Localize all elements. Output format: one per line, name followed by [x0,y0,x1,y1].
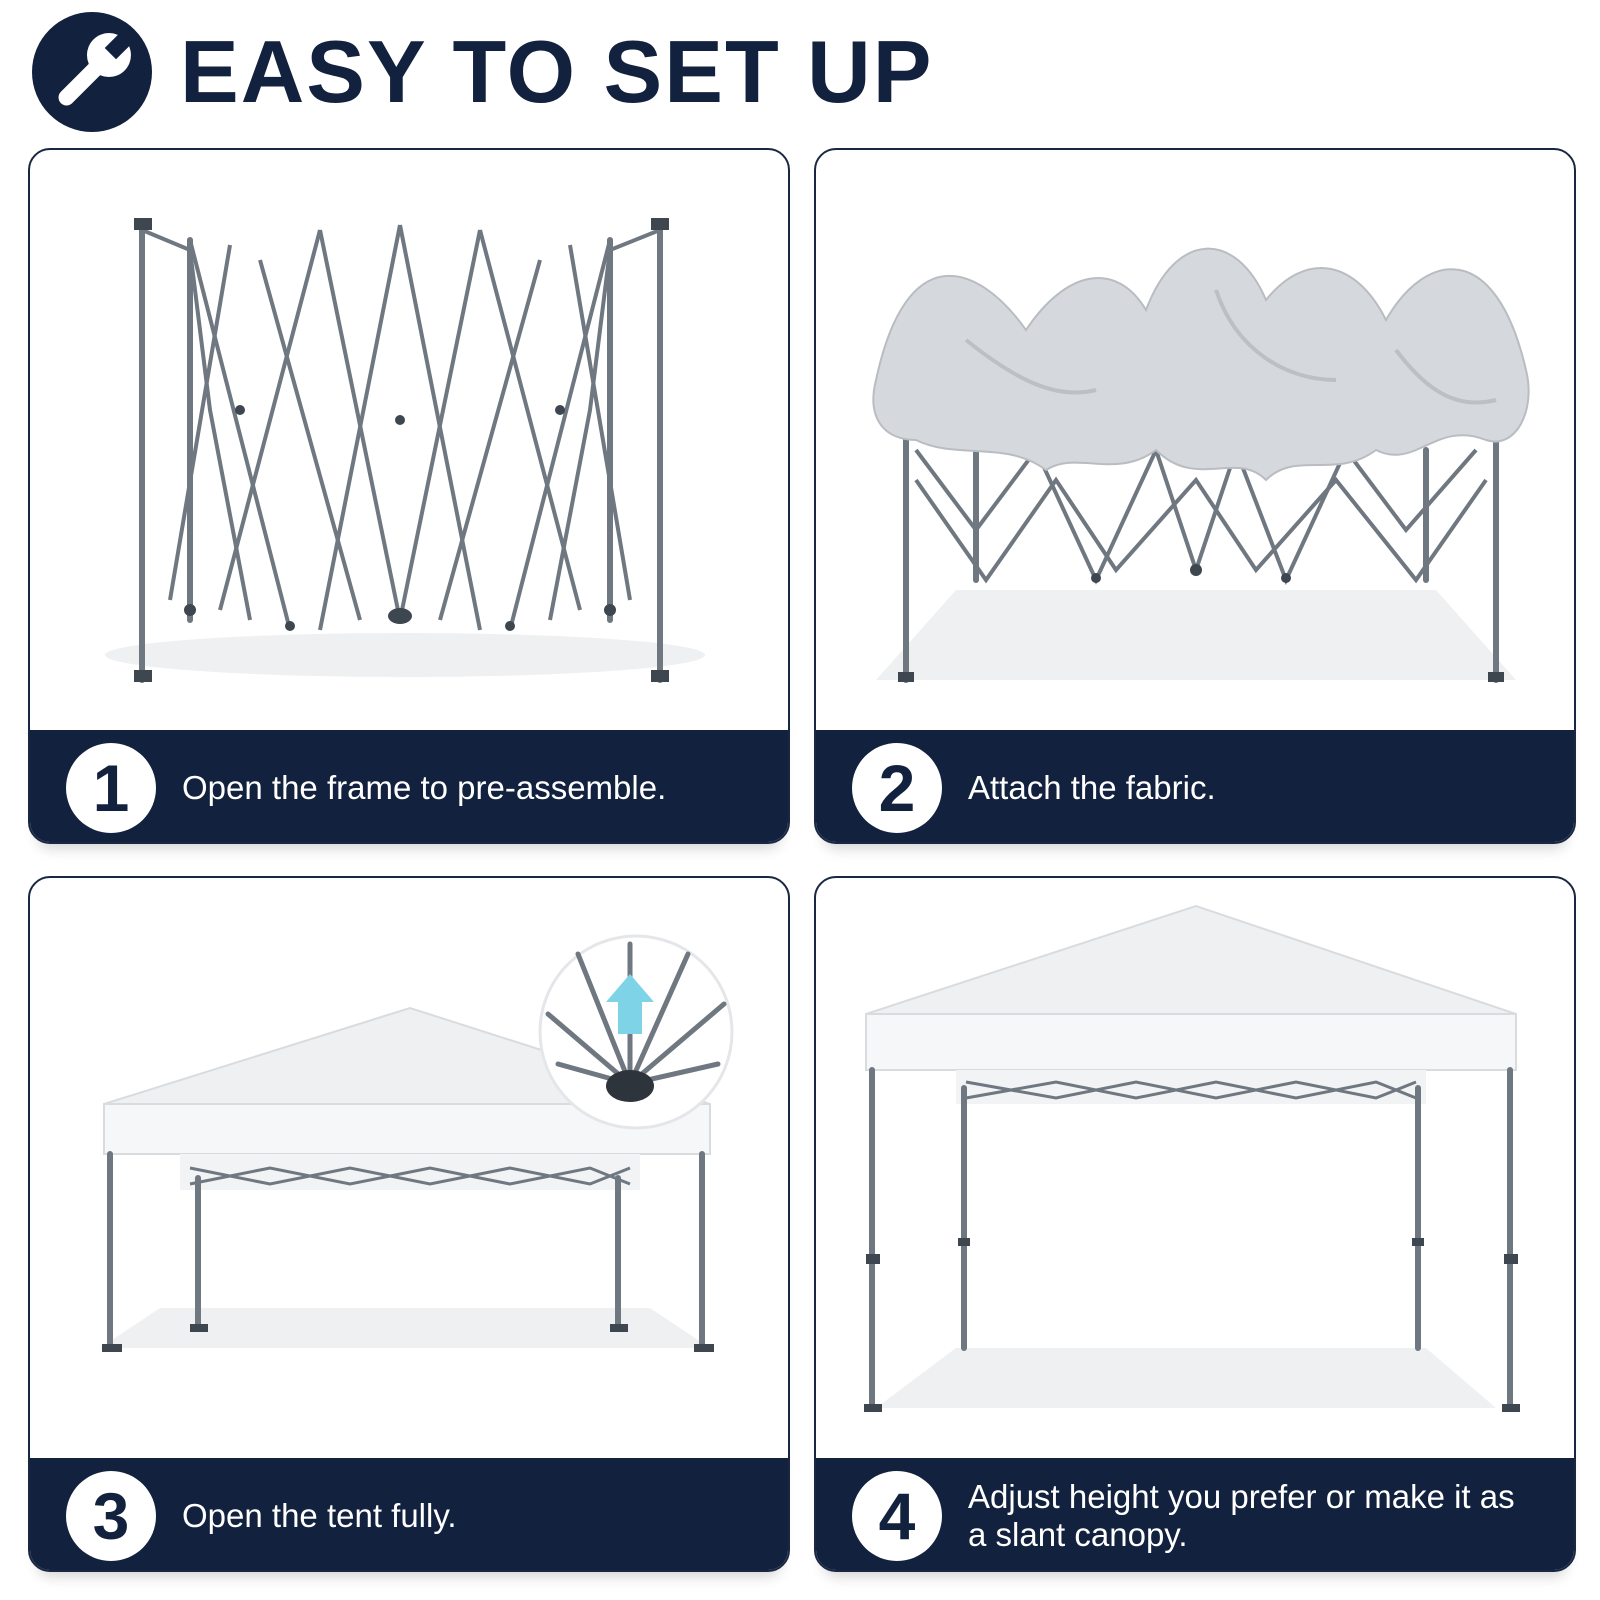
step-instruction: Adjust height you prefer or make it as a… [968,1478,1515,1553]
step-number-badge: 2 [852,743,942,833]
step-footer: 4 Adjust height you prefer or make it as… [816,1458,1574,1570]
header: EASY TO SET UP [28,10,1028,134]
raised-tent-image [864,904,1520,1412]
step-card-4: 4 Adjust height you prefer or make it as… [814,876,1576,1572]
step-footer: 1 Open the frame to pre-assemble. [30,730,788,842]
step-card-3: 3 Open the tent fully. [28,876,790,1572]
step-instruction: Open the tent fully. [182,1497,457,1534]
step-instruction: Attach the fabric. [968,769,1216,806]
page-title: EASY TO SET UP [180,22,934,121]
hub-detail-inset [538,934,734,1130]
wrench-icon [32,12,152,132]
step-card-2: 2 Attach the fabric. [814,148,1576,844]
step-number-badge: 1 [66,743,156,833]
step-footer: 2 Attach the fabric. [816,730,1574,842]
step-number-badge: 3 [66,1471,156,1561]
step-card-1: 1 Open the frame to pre-assemble. [28,148,790,844]
step-number-badge: 4 [852,1471,942,1561]
step-instruction: Open the frame to pre-assemble. [182,769,667,806]
folded-frame-image [105,218,705,683]
frame-with-fabric-image [872,247,1530,683]
step-footer: 3 Open the tent fully. [30,1458,788,1570]
